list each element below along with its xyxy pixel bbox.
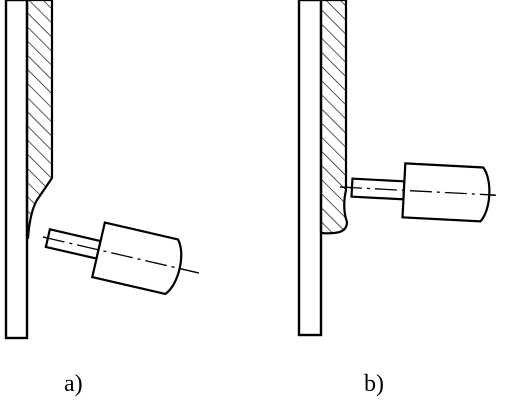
tool-shank-a bbox=[44, 228, 102, 260]
label-a: a) bbox=[64, 371, 83, 397]
label-b: b) bbox=[364, 371, 384, 397]
tool-b bbox=[339, 162, 496, 223]
coating-layer-a bbox=[25, 0, 54, 240]
panel-b: b) bbox=[297, 0, 496, 397]
wall-plate-a bbox=[4, 0, 29, 340]
coating-layer-b bbox=[319, 0, 349, 235]
wall-plate-b bbox=[297, 0, 323, 337]
tool-body-a bbox=[90, 221, 183, 296]
panel-a: a) bbox=[4, 0, 200, 397]
tool-a bbox=[42, 221, 200, 296]
